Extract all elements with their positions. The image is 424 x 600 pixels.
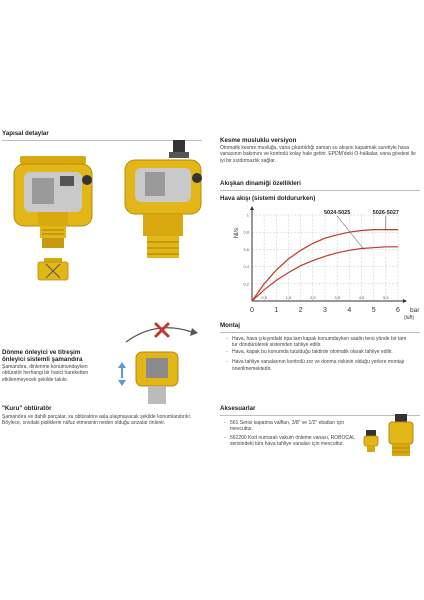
acc-title: Aksesuarlar xyxy=(220,405,256,412)
chart-axes xyxy=(250,206,407,303)
mount-title: Montaj xyxy=(220,322,240,329)
dry-text: Şamandıra ve dahili parçalar, su obtürat… xyxy=(2,414,192,427)
mount-item: Hava, hava çıkışındaki tıpa tam kapalı k… xyxy=(226,336,412,349)
x-tick-label: 0 xyxy=(250,307,254,314)
x-tick-label: 6 xyxy=(396,307,400,314)
valve-cutaway-illustration xyxy=(13,156,93,281)
airflow-title: Hava akışı (sistemi doldururken) xyxy=(220,195,316,202)
x-axis-arrow xyxy=(403,299,407,303)
valve-shutoff-illustration xyxy=(124,140,202,258)
mount-item: Hava tahliye vanalarının kontrolü zor ve… xyxy=(226,359,412,372)
y-tick-label: 0,2 xyxy=(243,281,249,286)
acc-rule xyxy=(220,415,420,416)
y-tick-label: 0,4 xyxy=(243,264,249,269)
flow-rule xyxy=(220,190,420,191)
structure-title: Yapısal detaylar xyxy=(2,130,49,137)
mount-list: Hava, hava çıkışındaki tıpa tam kapalı k… xyxy=(226,336,412,372)
acc-item: 562200 Kod numaralı vakum önleme vanası,… xyxy=(224,435,356,448)
structure-rule xyxy=(2,140,202,141)
chart-grid xyxy=(252,214,399,301)
x-unit-label: bar xyxy=(410,307,420,314)
y-axis-arrow xyxy=(250,206,254,210)
x-tick-label: 2 xyxy=(299,307,303,314)
x-tick-label: 1 xyxy=(274,307,278,314)
mount-rule xyxy=(220,332,420,333)
x-tick-label: 4 xyxy=(347,307,351,314)
x-minor-tick-label: 5,5 xyxy=(383,295,389,300)
dry-title: "Kuru" obtüratör xyxy=(2,405,52,412)
x-tick-label: 3 xyxy=(323,307,327,314)
y-axis-label: Nl/s xyxy=(234,228,240,238)
x-minor-tick-label: 3,5 xyxy=(334,295,340,300)
x-minor-tick-label: 0,5 xyxy=(261,295,267,300)
series-label-5026-5027: 5026-5027 xyxy=(373,210,399,216)
x-minor-tick-label: 4,5 xyxy=(359,295,365,300)
anti-rotation-title: Dönme önleyici ve titreşim önleyici sist… xyxy=(2,349,83,363)
y-tick-label: 0,6 xyxy=(243,247,249,252)
mount-item: Hava, kapak bu konumda tutulduğu taktird… xyxy=(226,349,412,356)
x-unit-secondary-label: (luft) xyxy=(404,315,414,320)
accessory-valve-small xyxy=(363,430,379,452)
series-leader-5024-5025 xyxy=(336,215,365,250)
flow-title: Akışkan dinamiği özellikleri xyxy=(220,180,301,187)
y-tick-label: 1 xyxy=(247,213,250,218)
series-label-5024-5025: 5024-5025 xyxy=(324,210,350,216)
acc-item: 561 Serisi kapatma valfları, 3/8" ve 1/2… xyxy=(224,420,356,433)
acc-list: 561 Serisi kapatma valfları, 3/8" ve 1/2… xyxy=(224,420,356,448)
series-line-5024-5025 xyxy=(251,246,398,302)
x-minor-tick-label: 2,5 xyxy=(310,295,316,300)
chart-series xyxy=(251,229,398,302)
shutoff-title: Kesme musluklu versiyon xyxy=(220,137,297,144)
y-tick-label: 0,8 xyxy=(243,230,249,235)
series-line-5026-5027 xyxy=(251,229,398,302)
x-tick-label: 5 xyxy=(372,307,376,314)
accessory-valve-large xyxy=(388,414,414,456)
float-illustration xyxy=(118,322,198,404)
x-minor-tick-label: 1,5 xyxy=(286,295,292,300)
shutoff-text: Otomatik kesme musluğu, vana çıkartıldığ… xyxy=(220,145,416,164)
anti-rotation-text: Şamandıra, dinlenme konumundayken obtüra… xyxy=(2,364,89,383)
